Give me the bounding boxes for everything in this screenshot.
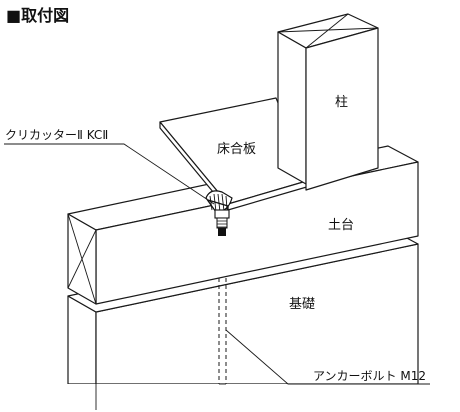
floor-plywood-yukagoita bbox=[159, 97, 311, 211]
label-yukagoita: 床合板 bbox=[217, 142, 256, 157]
kuricutter-leader bbox=[4, 143, 215, 205]
post-hashira bbox=[277, 13, 379, 191]
label-dodai: 土台 bbox=[328, 218, 354, 233]
label-hashira: 柱 bbox=[335, 95, 348, 110]
label-anchor-bolt: アンカーボルト M12 bbox=[313, 369, 426, 383]
label-kiso: 基礎 bbox=[289, 297, 315, 312]
label-kuricutter: クリカッターⅡ KCⅡ bbox=[5, 128, 108, 142]
kuricutter-hardware bbox=[205, 190, 233, 236]
anchor-bolt-leader bbox=[225, 329, 430, 385]
diagram-title: ■取付図 bbox=[6, 6, 69, 25]
